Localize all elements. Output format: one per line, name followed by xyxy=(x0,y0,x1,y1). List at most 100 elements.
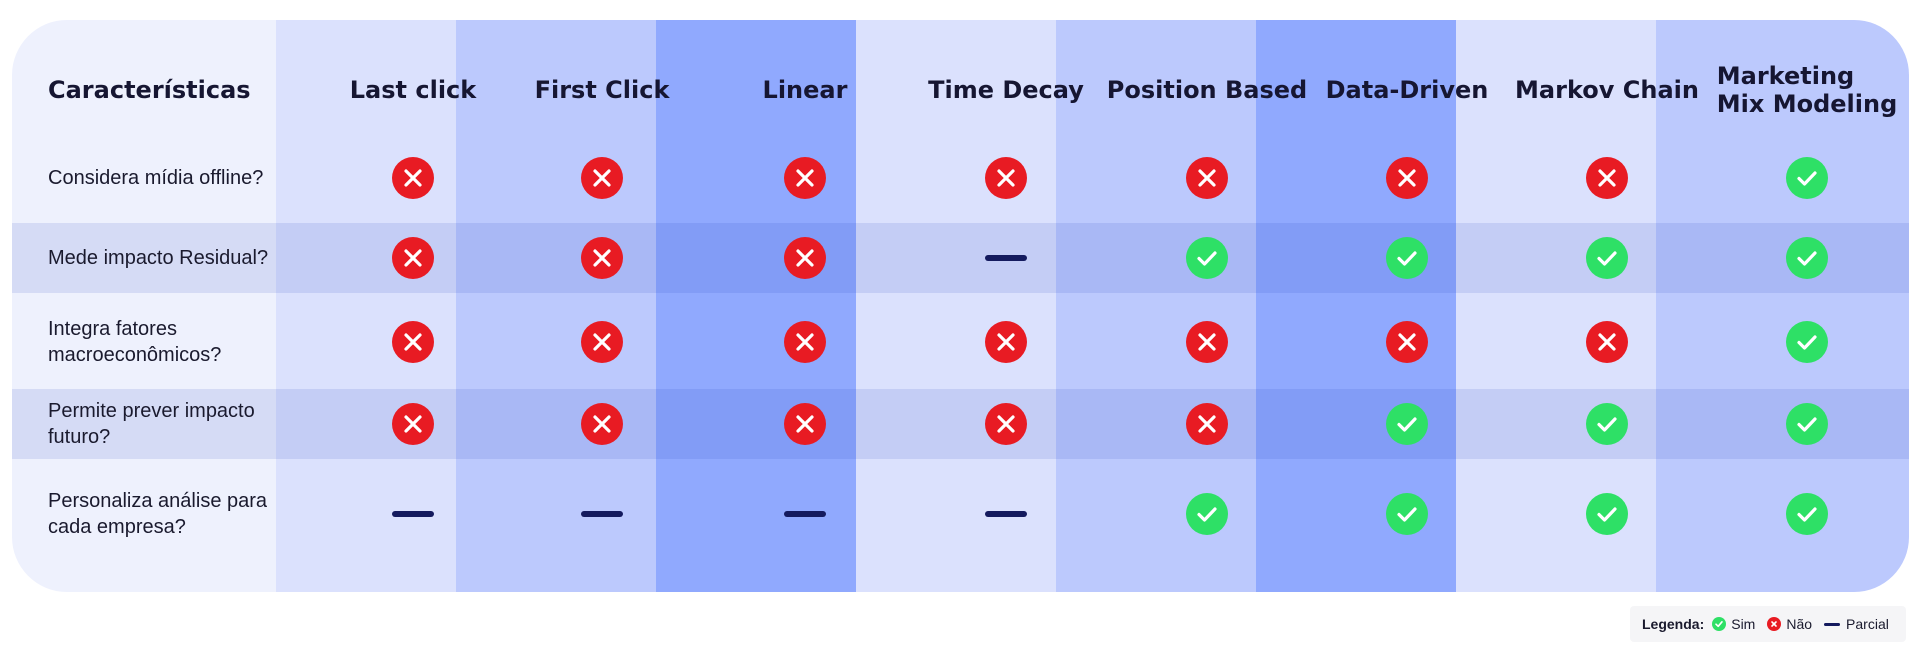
table-cell xyxy=(581,157,623,199)
check-icon xyxy=(1712,617,1727,631)
table-cell xyxy=(1786,493,1828,535)
table-cell xyxy=(1786,321,1828,363)
table-cell xyxy=(1386,493,1428,535)
row-label-line: macroeconômicos? xyxy=(48,344,222,366)
cross-icon xyxy=(1186,157,1228,199)
table-cell xyxy=(581,321,623,363)
column-header-last-click: Last click xyxy=(349,76,477,104)
row-label: Permite prever impacto futuro? xyxy=(48,398,298,450)
dash-icon xyxy=(1824,622,1841,626)
table-cell xyxy=(581,493,623,535)
row-label-line: Considera mídia offline? xyxy=(48,167,264,189)
table-cell xyxy=(1186,237,1228,279)
table-cell xyxy=(985,157,1027,199)
column-header-first-click: First Click xyxy=(534,76,670,104)
table-cell xyxy=(1386,321,1428,363)
row-label: Considera mídia offline? xyxy=(48,165,298,191)
table-cell xyxy=(784,403,826,445)
cross-icon xyxy=(784,321,826,363)
dash-icon xyxy=(985,511,1027,517)
row-label-line: Permite prever impacto xyxy=(48,400,255,422)
check-icon xyxy=(1386,493,1428,535)
table-cell xyxy=(1586,321,1628,363)
row-label-line: futuro? xyxy=(48,426,111,448)
row-label-line: Mede impacto Residual? xyxy=(48,247,269,269)
table-cell xyxy=(392,237,434,279)
cross-icon xyxy=(581,157,623,199)
cross-icon xyxy=(392,157,434,199)
check-icon xyxy=(1586,493,1628,535)
row-label: Mede impacto Residual? xyxy=(48,245,298,271)
table-cell xyxy=(784,157,826,199)
column-header-data-driven: Data-Driven xyxy=(1325,76,1489,104)
check-icon xyxy=(1186,493,1228,535)
header-features: Características xyxy=(48,76,251,104)
column-header-line: Mix Modeling xyxy=(1716,90,1898,118)
check-icon xyxy=(1786,403,1828,445)
cross-icon xyxy=(1586,321,1628,363)
table-cell xyxy=(1186,321,1228,363)
cross-icon xyxy=(1586,157,1628,199)
check-icon xyxy=(1786,321,1828,363)
table-cell xyxy=(1386,237,1428,279)
table-cell xyxy=(1186,157,1228,199)
check-icon xyxy=(1586,403,1628,445)
cross-icon xyxy=(1386,157,1428,199)
table-cell xyxy=(1586,403,1628,445)
legend-no: Não xyxy=(1767,616,1812,632)
table-cell xyxy=(1586,157,1628,199)
table-cell xyxy=(1786,157,1828,199)
table-cell xyxy=(392,493,434,535)
legend-no-label: Não xyxy=(1786,616,1813,632)
table-cell xyxy=(392,403,434,445)
dash-icon xyxy=(985,255,1027,261)
cross-icon xyxy=(985,403,1027,445)
table-cell xyxy=(985,403,1027,445)
cross-icon xyxy=(1386,321,1428,363)
table-cell xyxy=(392,157,434,199)
table-cell xyxy=(784,493,826,535)
table-cell xyxy=(985,237,1027,279)
table-cell xyxy=(1386,403,1428,445)
row-label-line: Personaliza análise para xyxy=(48,490,268,512)
column-header-position-based: Position Based xyxy=(1106,76,1308,104)
table-cell xyxy=(581,403,623,445)
table-cell xyxy=(1786,403,1828,445)
cross-icon xyxy=(581,321,623,363)
cross-icon xyxy=(985,157,1027,199)
dash-icon xyxy=(784,511,826,517)
check-icon xyxy=(1786,157,1828,199)
cross-icon xyxy=(985,321,1027,363)
check-icon xyxy=(1586,237,1628,279)
legend-title: Legenda: xyxy=(1642,616,1705,632)
check-icon xyxy=(1786,493,1828,535)
column-header-line: Marketing xyxy=(1716,62,1855,90)
column-bg-marketing-mix-modeling xyxy=(1656,20,1909,592)
cross-icon xyxy=(784,237,826,279)
legend-yes: Sim xyxy=(1712,616,1755,632)
cross-icon xyxy=(392,321,434,363)
row-label: Integra fatores macroeconômicos? xyxy=(48,316,298,368)
cross-icon xyxy=(392,237,434,279)
table-cell xyxy=(1586,493,1628,535)
table-cell xyxy=(1586,237,1628,279)
table-cell xyxy=(1386,157,1428,199)
cross-icon xyxy=(1767,617,1782,631)
column-header-time-decay: Time Decay xyxy=(928,76,1084,104)
check-icon xyxy=(1386,237,1428,279)
cross-icon xyxy=(1186,321,1228,363)
dash-icon xyxy=(392,511,434,517)
table-cell xyxy=(1186,493,1228,535)
table-cell xyxy=(1186,403,1228,445)
row-label-line: Integra fatores xyxy=(48,318,177,340)
check-icon xyxy=(1186,237,1228,279)
legend-partial-label: Parcial xyxy=(1846,616,1889,632)
cross-icon xyxy=(784,157,826,199)
table-cell xyxy=(784,321,826,363)
cross-icon xyxy=(784,403,826,445)
cross-icon xyxy=(392,403,434,445)
table-cell xyxy=(784,237,826,279)
table-cell xyxy=(392,321,434,363)
